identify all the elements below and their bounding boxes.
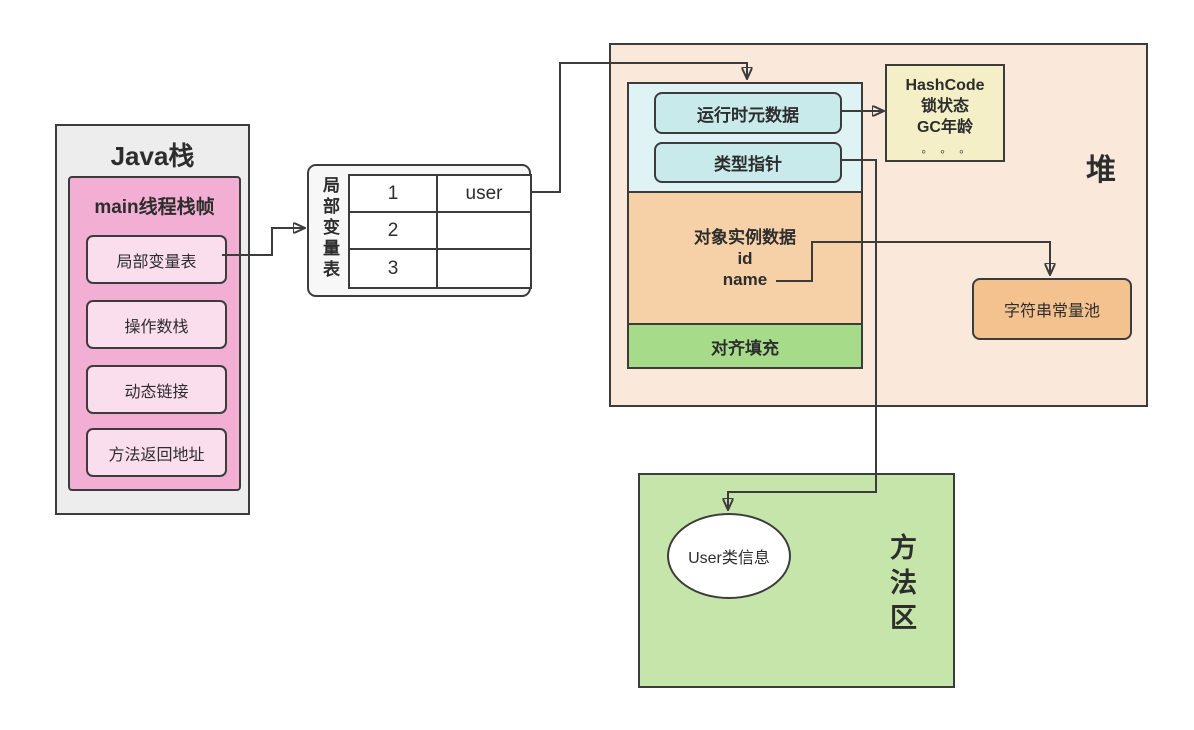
lvt-cell-index-2: 2 — [350, 213, 438, 250]
lvt-cell-value-2 — [438, 213, 530, 250]
java-stack-title: Java栈 — [110, 141, 195, 171]
instance-title: 对象实例数据 — [694, 227, 796, 247]
frame-item-dynamic-link: 动态链接 — [86, 365, 227, 414]
frame-item-operand-stack: 操作数栈 — [86, 300, 227, 349]
object-instance-section: 对象实例数据 id name — [629, 193, 861, 325]
mark-word-hashcode: HashCode — [905, 77, 985, 94]
mark-word-box: HashCode 锁状态 GC年龄 ◦ ◦ ◦ — [885, 64, 1005, 162]
instance-field-id: id — [737, 248, 753, 268]
object-header-section: 运行时元数据 类型指针 — [629, 84, 861, 193]
mark-word-lock-state: 锁状态 — [920, 98, 969, 115]
alignment-padding-section: 对齐填充 — [629, 325, 861, 367]
lvt-cell-value-3 — [438, 250, 530, 287]
java-stack-box: Java栈 main线程栈帧 局部变量表 操作数栈 动态链接 方法返回地址 — [55, 124, 250, 515]
frame-item-local-variable-table: 局部变量表 — [86, 235, 227, 284]
instance-field-name: name — [722, 269, 768, 289]
lvt-cell-value-1: user — [438, 176, 530, 213]
runtime-metadata-box: 运行时元数据 — [654, 92, 842, 134]
mark-word-ellipsis: ◦ ◦ ◦ — [921, 143, 969, 159]
method-area-label: 方法区 — [886, 533, 916, 638]
lvt-cell-index-1: 1 — [350, 176, 438, 213]
local-variable-table-grid: 1 user 2 3 — [348, 174, 532, 289]
object-layout-box: 运行时元数据 类型指针 对象实例数据 id name 对齐填充 — [627, 82, 863, 369]
frame-item-method-return-address: 方法返回地址 — [86, 428, 227, 477]
lvt-cell-index-3: 3 — [350, 250, 438, 287]
local-variable-table-label: 局部变量表 — [320, 176, 339, 281]
main-thread-frame-box: main线程栈帧 局部变量表 操作数栈 动态链接 方法返回地址 — [68, 176, 241, 491]
string-pool-box: 字符串常量池 — [972, 278, 1132, 340]
user-class-info-ellipse: User类信息 — [667, 513, 791, 599]
mark-word-gc-age: GC年龄 — [916, 119, 973, 136]
type-pointer-box: 类型指针 — [654, 142, 842, 183]
heap-label: 堆 — [1086, 154, 1116, 187]
method-area-box: 方法区 — [638, 473, 955, 688]
main-thread-frame-title: main线程栈帧 — [94, 197, 215, 218]
local-variable-table-box: 局部变量表 1 user 2 3 — [307, 164, 532, 297]
